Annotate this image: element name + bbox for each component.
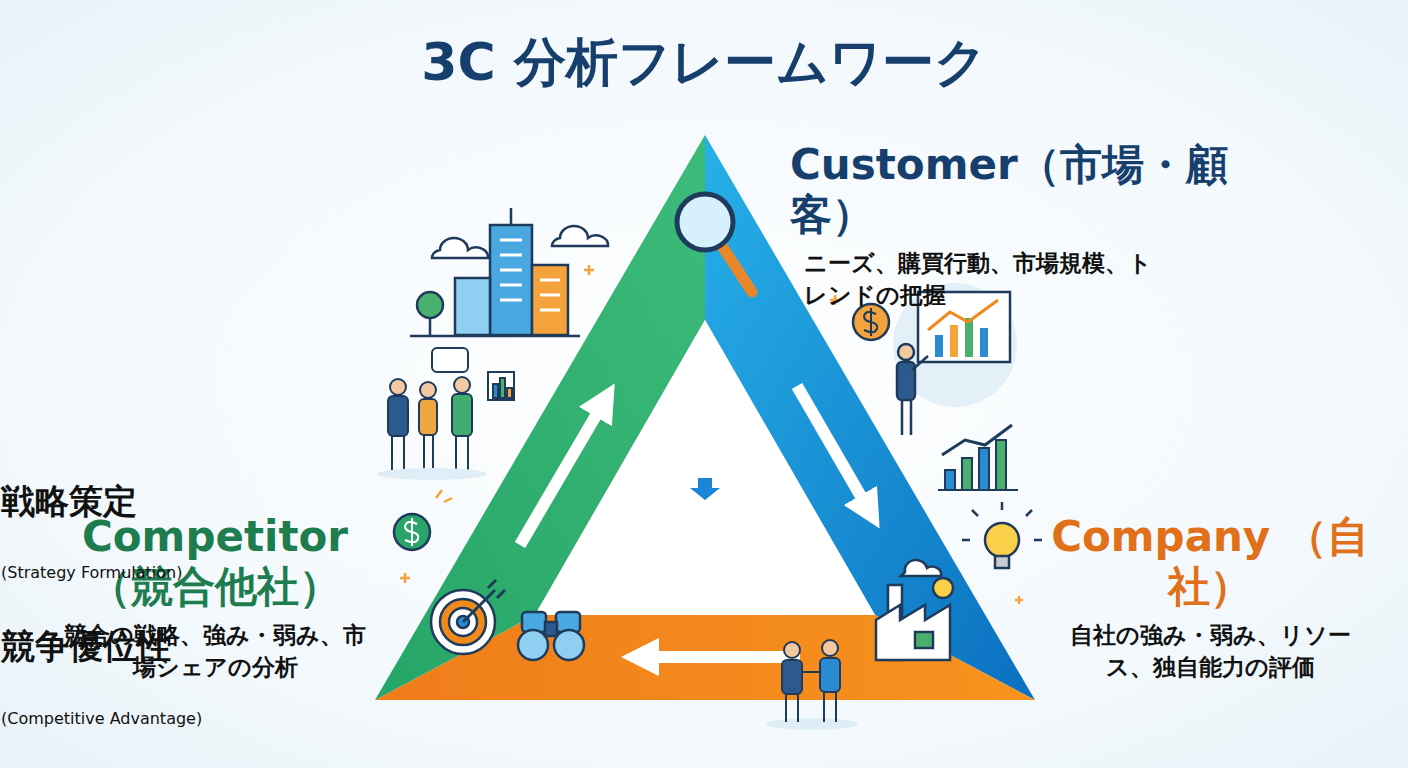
title: 3C 分析フレームワーク xyxy=(0,28,1408,98)
binoculars-icon-part xyxy=(554,630,584,660)
sparkle-part xyxy=(1015,596,1023,604)
flow-arrow xyxy=(520,400,605,545)
chart-board-icon-part xyxy=(965,318,973,357)
bar-chart-icon-part xyxy=(979,448,989,490)
team-icon-part xyxy=(424,435,433,471)
target-icon xyxy=(431,580,505,654)
center-heading: 競争優位性 xyxy=(1,628,1408,665)
team-icon xyxy=(377,348,514,480)
bar-chart-icon-part xyxy=(942,425,1012,455)
team-icon-part xyxy=(488,372,514,400)
team-icon-part xyxy=(500,378,505,398)
city-icon-part xyxy=(410,335,580,338)
city-icon-part xyxy=(500,240,560,310)
team-icon-part xyxy=(456,436,468,471)
binoculars-icon-part xyxy=(518,630,548,660)
partners-icon-part xyxy=(784,642,800,658)
bar-chart-icon-part xyxy=(996,440,1006,490)
team-icon-part xyxy=(392,436,404,471)
bar-chart-icon-part xyxy=(938,489,1018,491)
team-icon-part xyxy=(454,377,470,393)
triangle-bands xyxy=(375,135,1035,700)
coin-icon-part xyxy=(853,304,889,340)
target-icon-part xyxy=(463,580,505,622)
city-icon xyxy=(410,208,608,336)
sparkle-part xyxy=(436,490,452,502)
center-subtitle: (Competitive Advantage) xyxy=(1,710,1408,728)
lightbulb-icon xyxy=(962,502,1042,568)
lightbulb-icon-part xyxy=(962,502,1042,540)
factory-icon-part xyxy=(876,605,950,660)
city-icon-part xyxy=(532,265,568,335)
city-icon-part xyxy=(417,292,443,318)
partners-icon-part xyxy=(786,694,798,722)
team-icon-part xyxy=(388,396,408,436)
partners-icon-part xyxy=(802,672,836,722)
partners-icon-part xyxy=(782,660,802,694)
magnifier-icon-part xyxy=(722,246,752,292)
city-icon-part xyxy=(432,238,488,258)
block-description: 自社の強み・弱み、リソース、独自能力の評価 xyxy=(1052,619,1368,683)
lightbulb-icon-part xyxy=(995,556,1009,568)
sparkle-part xyxy=(584,265,594,275)
block-heading: Company （自社） xyxy=(1050,512,1370,613)
center-arrow xyxy=(690,478,720,500)
partners-icon-part xyxy=(820,658,840,692)
city-icon-part xyxy=(429,318,432,335)
center-heading: 戦略策定 xyxy=(1,483,1408,520)
block-heading: Competitor （競合他社） xyxy=(40,512,390,613)
block-description: ニーズ、購買行動、市場規模、トレンドの把握 xyxy=(804,247,1154,311)
binoculars-icon-part xyxy=(545,622,557,636)
factory-icon-part xyxy=(901,560,941,576)
block-heading: Customer（市場・顧客） xyxy=(790,140,1270,241)
magnifier-icon xyxy=(677,194,752,292)
flow-arrow xyxy=(640,651,800,663)
bar-chart-icon xyxy=(938,425,1018,490)
component-block: Customer（市場・顧客）ニーズ、購買行動、市場規模、トレンドの把握 xyxy=(790,140,1270,311)
partners-icon xyxy=(766,640,858,730)
lightbulb-icon-part xyxy=(985,523,1019,557)
city-icon-part xyxy=(552,226,608,246)
chart-board-icon-part xyxy=(980,328,988,357)
sparkle xyxy=(400,265,1023,604)
factory-icon-part xyxy=(933,578,953,598)
flow-arrow xyxy=(797,386,870,512)
chart-board-icon-part xyxy=(898,344,914,360)
team-icon-part xyxy=(420,382,436,398)
team-icon-part xyxy=(432,348,468,372)
factory-icon-part xyxy=(915,632,933,648)
team-icon-part xyxy=(452,394,472,436)
chart-board-icon-part xyxy=(902,356,928,435)
magnifier-icon-part xyxy=(677,194,733,250)
coin-icon-part xyxy=(864,308,877,336)
factory-icon xyxy=(876,560,953,660)
center-subtitle: (Strategy Formulation) xyxy=(1,564,1408,582)
sparkle-part xyxy=(400,573,410,583)
team-icon-part xyxy=(390,379,406,395)
center-area xyxy=(535,320,875,615)
coin-icon-part xyxy=(405,518,418,546)
coin-icon xyxy=(394,304,889,550)
bar-chart-icon-part xyxy=(962,458,972,490)
city-icon-part xyxy=(510,208,513,225)
coin-icon-part xyxy=(394,514,430,550)
partners-icon-part xyxy=(822,640,838,656)
chart-board-icon-part xyxy=(950,325,958,357)
city-icon-part xyxy=(455,278,490,335)
component-block: Company （自社）自社の強み・弱み、リソース、独自能力の評価 xyxy=(1050,512,1370,683)
chart-board-icon-part xyxy=(935,335,943,357)
team-icon-part xyxy=(377,468,487,480)
team-icon-part xyxy=(493,384,498,398)
team-icon-part xyxy=(419,399,437,435)
binoculars-icon xyxy=(518,612,584,660)
team-icon-part xyxy=(507,388,512,398)
bar-chart-icon-part xyxy=(945,470,955,490)
chart-board-icon-part xyxy=(897,362,915,400)
partners-icon-part xyxy=(766,718,858,730)
